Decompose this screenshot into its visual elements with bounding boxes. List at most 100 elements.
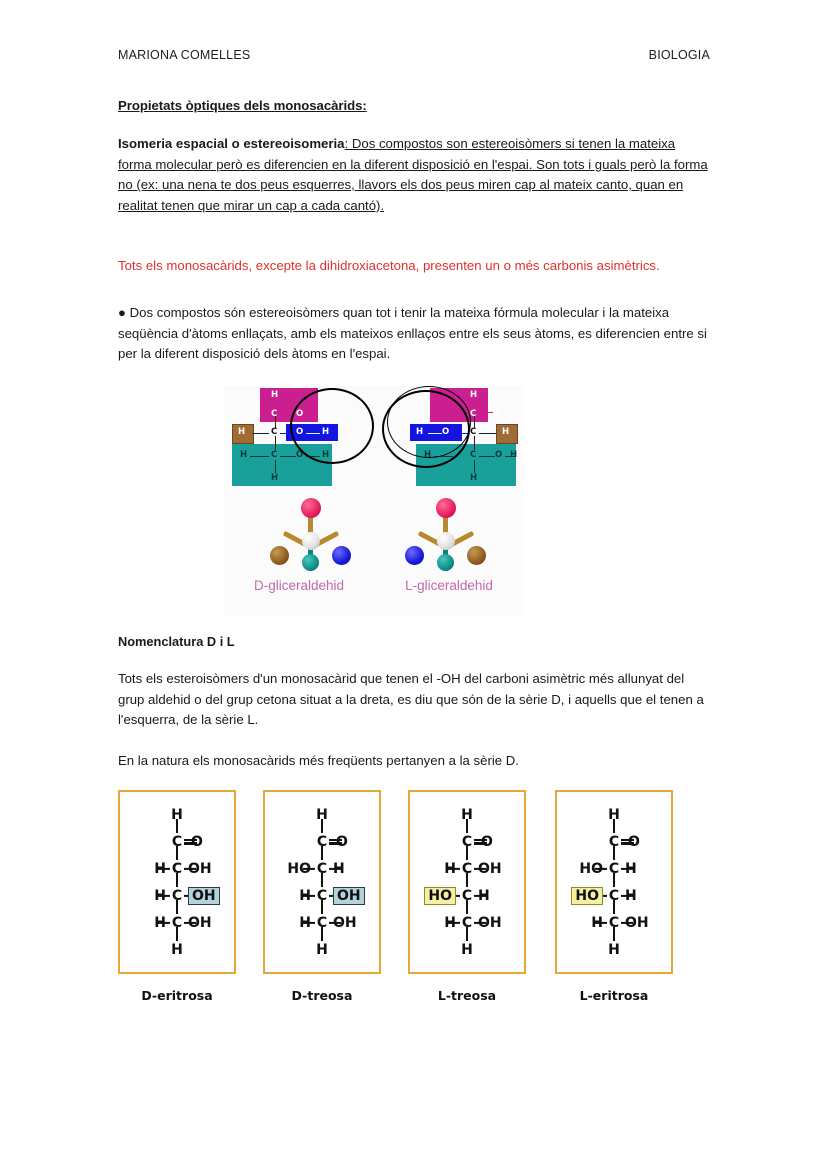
atom-c2: C [470,427,477,437]
vertical-bond [612,873,616,887]
bond-h-c3 [250,455,269,457]
nomenclatura-paragraph: Tots els esteroisòmers d'un monosacàrid … [118,671,704,728]
vertical-bond [612,927,616,941]
atom-label-right: H [478,887,490,904]
atom-label-center: C [171,833,183,850]
bond-c3-h [274,460,276,473]
ball-carbon-left [302,532,320,550]
atom-label-right: OH [625,914,649,931]
bond-dash-right [621,894,633,897]
bond-dash-left [303,921,315,924]
bond-dash-left [303,867,315,870]
nomenclatura-heading: Nomenclatura D i L [118,634,235,649]
atom-label-left: HO [287,860,311,877]
atom-h-left: H [238,427,246,437]
bond-dash-right [621,921,633,924]
bullet-paragraph: ● Dos compostos són estereoisòmers quan … [118,304,707,362]
bond-dash-right [329,921,341,924]
atom-label-center: C [316,887,328,904]
atom-label-right: OH [478,860,502,877]
nomenclatura-section: Nomenclatura D i L Tots els esteroisòmer… [118,634,712,787]
tetrose-caption: L-eritrosa [579,988,649,1003]
ball-blue-left [332,546,351,565]
atom-h-bottom: H [271,473,279,483]
isomeria-paragraph: Isomeria espacial o estereoisomeria: Dos… [118,134,712,216]
fischer-row: H [265,927,379,963]
header-subject: BIOLOGIA [648,48,710,62]
fischer-row: H [120,927,234,963]
atom-label-right: OH [188,860,212,877]
ball-and-stick-models [224,496,524,576]
vertical-bond [612,900,616,914]
atom-label-right: O [628,833,640,850]
vertical-bond [175,819,179,833]
stick-c-teal-right [443,542,448,560]
ball-brown-right [467,546,486,565]
atom-label-left: H [154,887,166,904]
atom-label-center: H [171,941,183,958]
atom-label-center: C [316,914,328,931]
page-title: Propietats òptiques dels monosacàrids: [118,98,367,113]
bond-dash-right [184,867,196,870]
atom-label-left: H [591,914,603,931]
gliceraldehid-figure: H C O H C O H H C O H H [224,386,524,616]
ball-teal-left [302,554,319,571]
fischer-row: H [120,801,234,828]
atom-h-c3-right: H [510,450,518,460]
vertical-bond [465,900,469,914]
bond-dash-left [303,894,315,897]
atom-label-center: H [316,941,328,958]
atom-o-c3: O [296,450,304,460]
atom-label-center: C [316,833,328,850]
atom-label-left: H [154,914,166,931]
ball-oxygen-left [301,498,321,518]
atom-label-right: OH [333,914,357,931]
atom-h-top: H [271,390,279,400]
ball-carbon-right [437,532,455,550]
atom-label-center: H [461,806,473,823]
vertical-bond [320,819,324,833]
hydrogen-left-block [232,424,254,444]
atom-label-center: C [608,914,620,931]
bond-c1-o-double-a [479,412,493,414]
double-bond [621,838,634,845]
vertical-bond [320,873,324,887]
gliceraldehid-captions: D-gliceraldehid L-gliceraldehid [224,578,524,593]
highlighted-group-left: HO [571,886,603,905]
bond-dash-right [474,867,486,870]
vertical-bond [175,846,179,860]
bond-dash-left [158,867,170,870]
atom-label-right: OH [188,914,212,931]
atom-label-left: H [299,887,311,904]
annotation-circle-right-outer [387,386,471,458]
atom-label-left: H [444,914,456,931]
vertical-bond [320,900,324,914]
atom-c3: C [271,450,278,460]
bond-c1-c2 [274,416,276,428]
isomeria-body: : Dos compostos son estereoisòmers si te… [118,136,708,213]
double-bond [474,838,487,845]
atom-label-center: C [171,887,183,904]
bond-dash-right [329,867,341,870]
vertical-bond [320,846,324,860]
